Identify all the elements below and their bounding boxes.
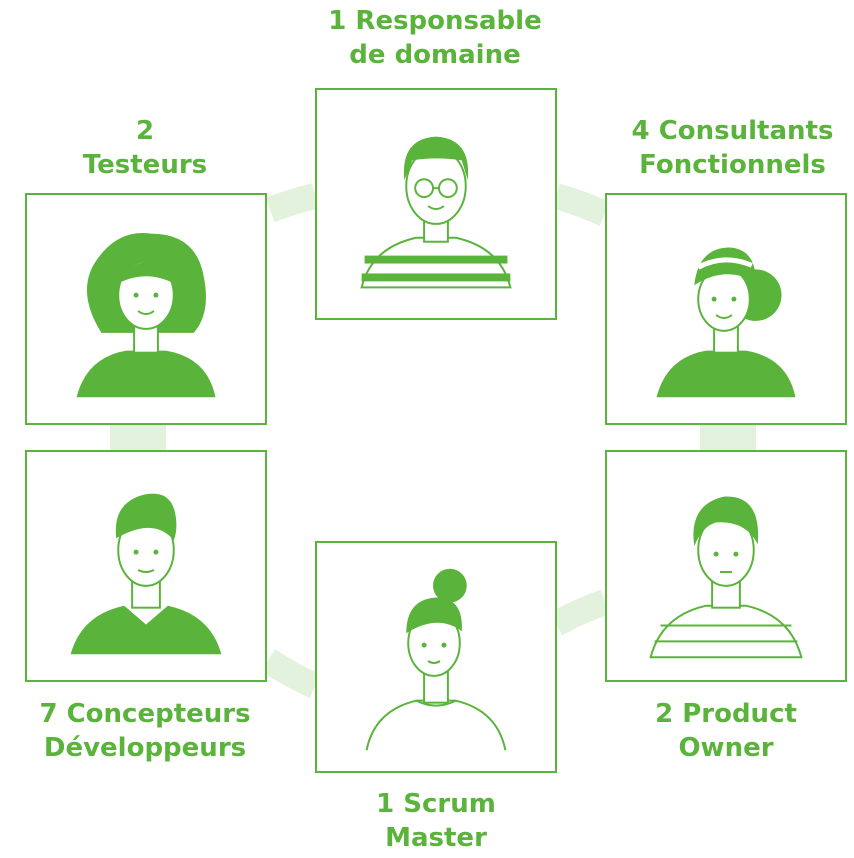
role-count-line: 7 Concepteurs (39, 699, 251, 729)
role-count-line: 1 Responsable (328, 6, 542, 36)
woman-headband-avatar-icon (656, 247, 796, 398)
role-card-concepteurs (25, 450, 267, 682)
role-label-testeurs: 2 Testeurs (25, 114, 265, 182)
role-title-line: Owner (678, 733, 774, 763)
role-title-line: de domaine (349, 40, 521, 70)
woman-bob-hair-avatar-icon (76, 233, 216, 398)
man-quiff-avatar-icon (70, 493, 222, 655)
role-label-scrum-master: 1 Scrum Master (315, 787, 557, 855)
role-title-line: Testeurs (82, 150, 208, 180)
role-card-product-owner (605, 450, 847, 682)
woman-bun-avatar-icon (365, 568, 507, 751)
role-card-consultants (605, 193, 847, 425)
role-card-scrum-master (315, 541, 557, 773)
role-count-line: 2 Product (655, 699, 797, 729)
role-label-product-owner: 2 Product Owner (605, 697, 847, 765)
role-label-responsable: 1 Responsable de domaine (315, 4, 555, 72)
role-card-testeurs (25, 193, 267, 425)
role-count-line: 1 Scrum (376, 789, 496, 819)
role-title-line: Master (385, 823, 487, 853)
role-card-responsable (315, 88, 557, 320)
man-striped-shirt-avatar-icon (649, 496, 803, 659)
role-title-line: Fonctionnels (639, 150, 826, 180)
role-title-line: Développeurs (43, 733, 247, 763)
role-label-concepteurs: 7 Concepteurs Développeurs (20, 697, 270, 765)
role-count-line: 2 (135, 116, 155, 146)
role-label-consultants: 4 Consultants Fonctionnels (605, 114, 854, 182)
role-count-line: 4 Consultants (631, 116, 834, 146)
man-glasses-avatar-icon (360, 136, 512, 289)
